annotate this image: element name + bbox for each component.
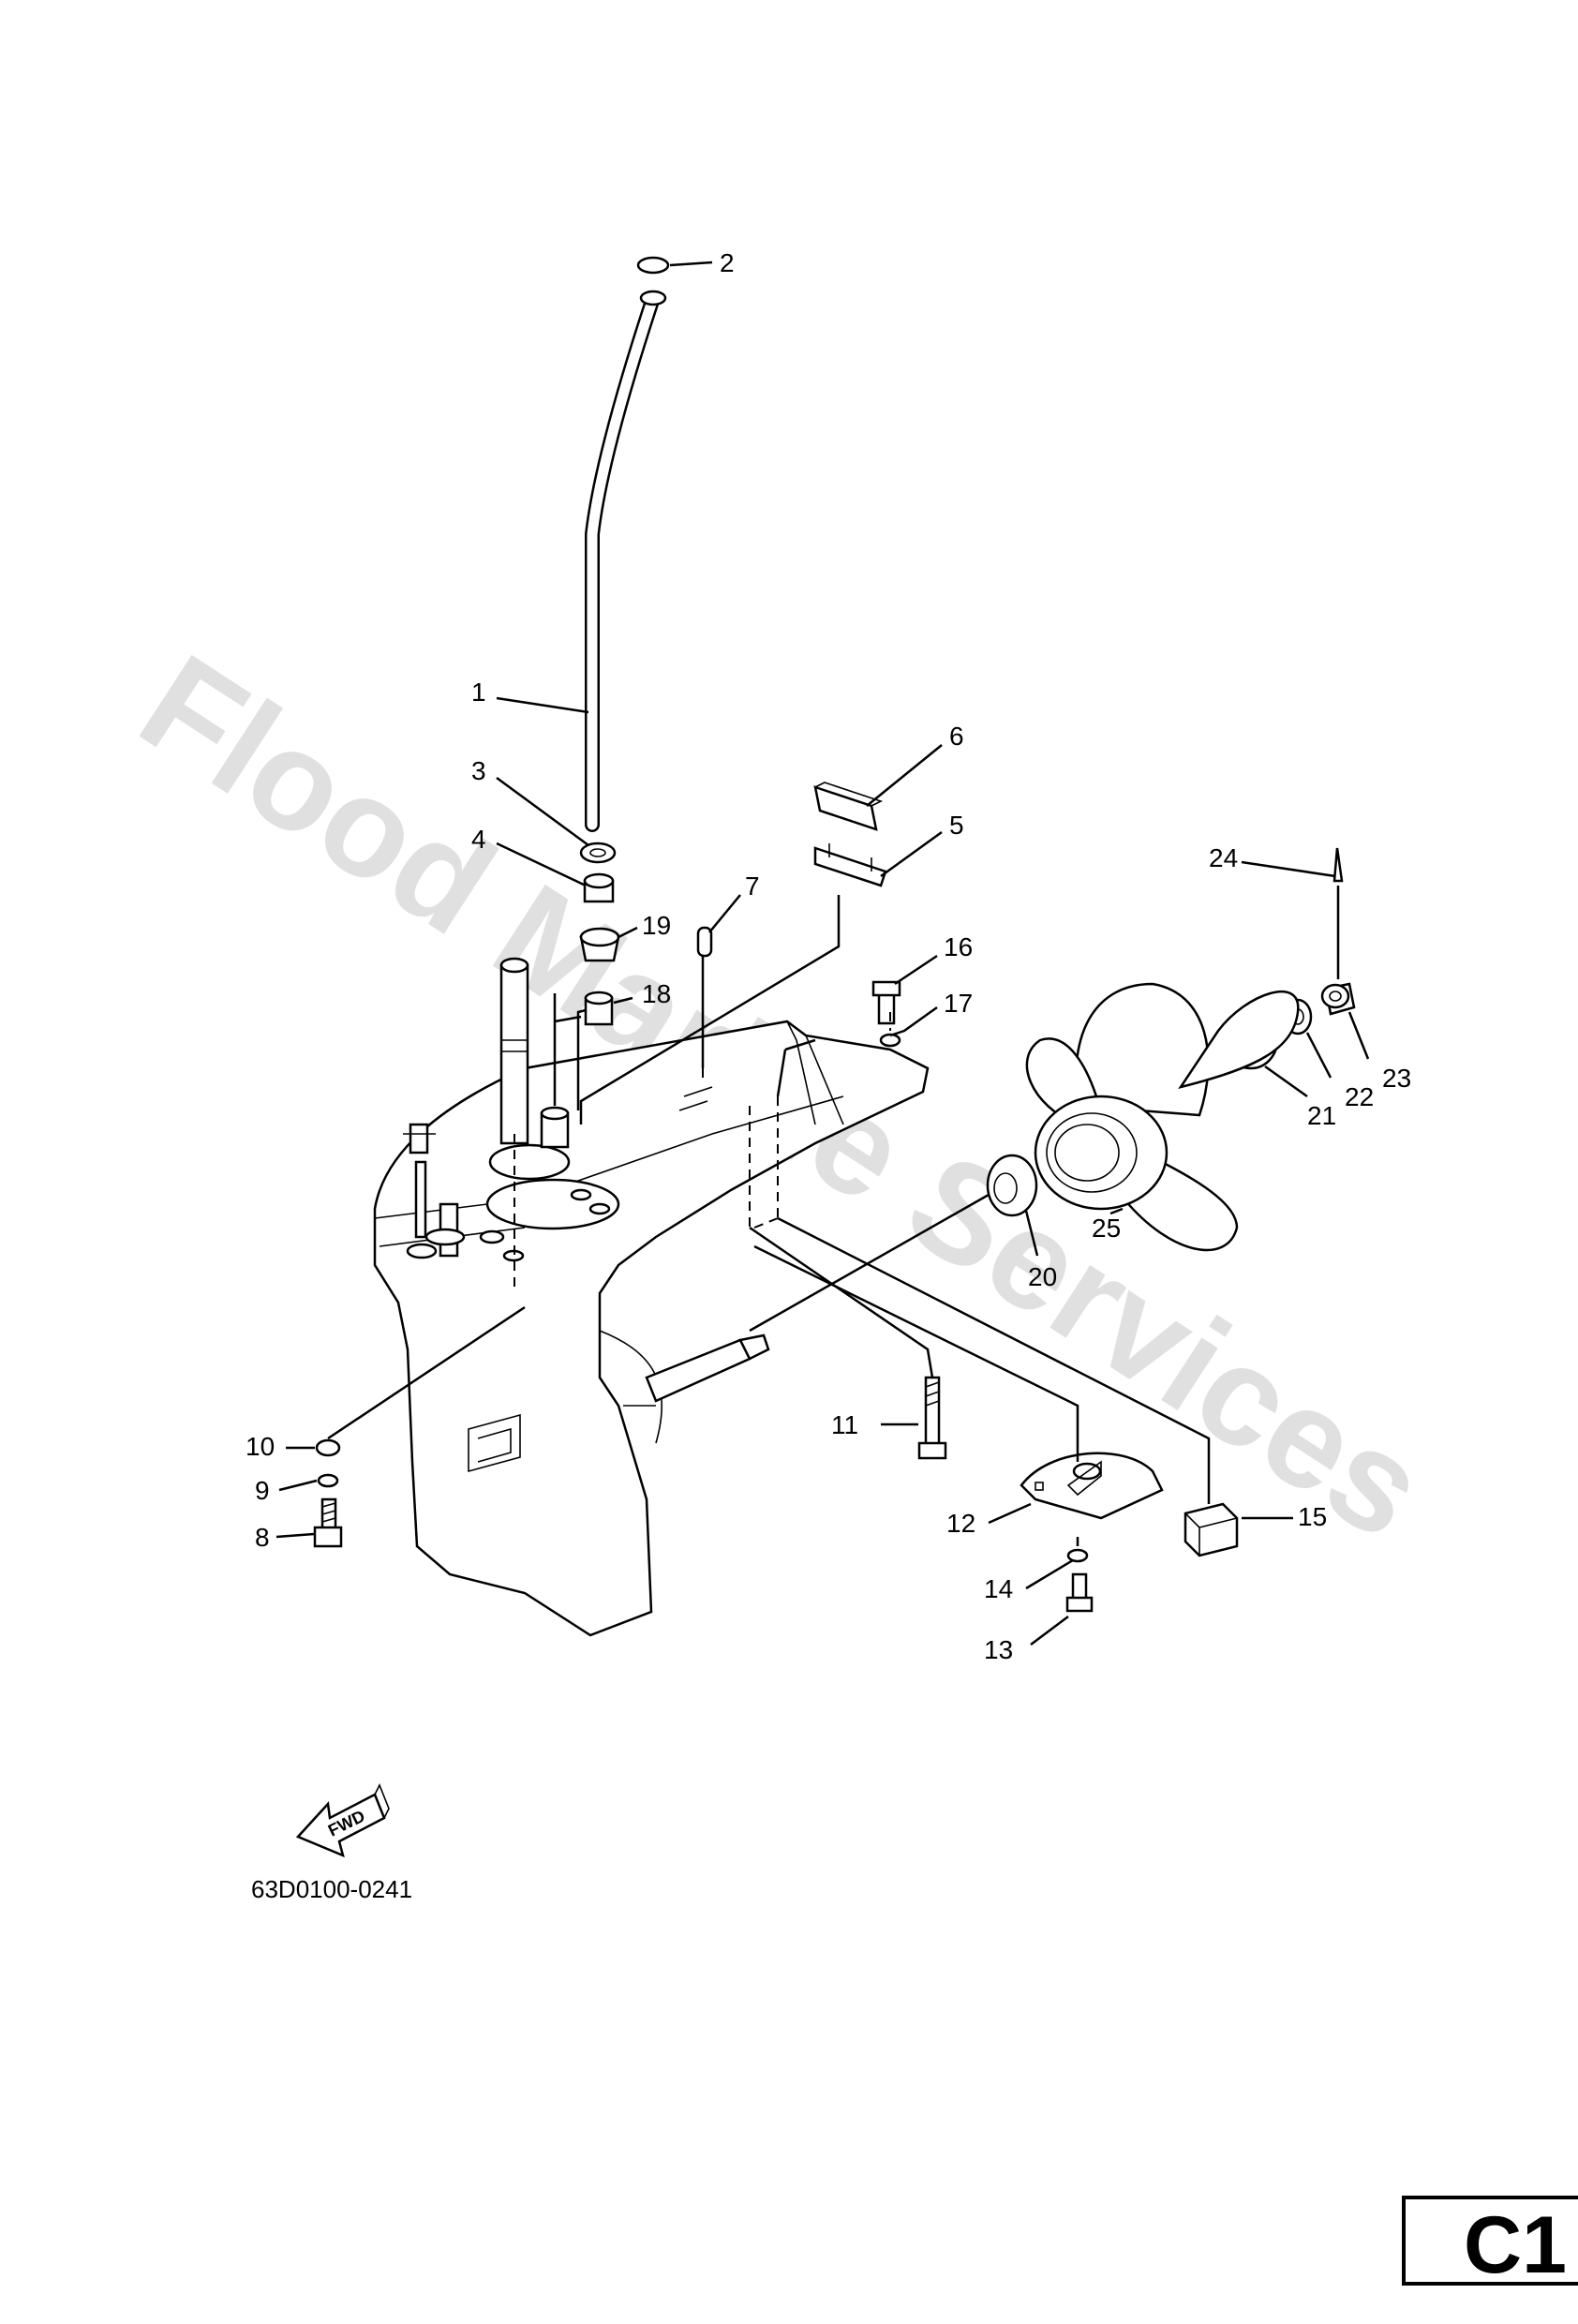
part-1-water-pipe xyxy=(585,290,661,832)
part-17-washer xyxy=(879,1033,901,1048)
part-label-13: 13 xyxy=(984,1635,1013,1664)
part-20-thrust-washer xyxy=(986,1154,1038,1217)
part-label-10: 10 xyxy=(246,1432,275,1461)
part-label-20: 20 xyxy=(1028,1262,1057,1291)
leader-lines xyxy=(275,261,1370,1646)
part-labels: 2 1 3 4 19 18 7 6 5 16 17 24 23 22 21 25… xyxy=(246,248,1411,1664)
part-2-washer xyxy=(636,256,670,275)
part-16-bolt xyxy=(871,980,901,1025)
part-label-2: 2 xyxy=(720,248,735,277)
part-label-3: 3 xyxy=(471,756,486,785)
part-label-19: 19 xyxy=(642,911,671,940)
page-code: C1 xyxy=(1464,2200,1567,2290)
part-4-seal xyxy=(583,872,615,903)
part-11-bolt xyxy=(917,1376,947,1460)
part-label-15: 15 xyxy=(1298,1502,1327,1531)
part-label-18: 18 xyxy=(642,979,671,1008)
part-7-dowel-pin xyxy=(696,926,713,958)
part-6-rubber-seal xyxy=(813,785,878,831)
part-label-23: 23 xyxy=(1382,1064,1411,1093)
part-9-washer xyxy=(317,1473,339,1488)
part-label-8: 8 xyxy=(255,1523,270,1552)
part-8-bolt xyxy=(313,1497,343,1548)
diagram-code: 63D0100-0241 xyxy=(251,1875,412,1903)
part-23-nut xyxy=(1320,982,1356,1016)
part-label-24: 24 xyxy=(1209,843,1238,872)
part-label-6: 6 xyxy=(949,722,964,751)
part-10-washer xyxy=(315,1438,341,1457)
part-12-trim-tab xyxy=(1020,1452,1164,1520)
part-label-4: 4 xyxy=(471,825,486,854)
part-14-washer xyxy=(1066,1548,1089,1563)
part-19-grommet xyxy=(579,927,620,962)
part-25-propeller xyxy=(1025,982,1300,1252)
assembly-lines xyxy=(327,886,1340,1546)
part-3-grommet xyxy=(579,842,617,864)
part-15-anode xyxy=(1184,1502,1239,1557)
part-label-16: 16 xyxy=(944,932,973,961)
part-label-21: 21 xyxy=(1307,1101,1336,1130)
part-label-14: 14 xyxy=(984,1574,1013,1603)
part-label-25: 25 xyxy=(1092,1214,1121,1243)
part-label-9: 9 xyxy=(255,1476,270,1505)
part-13-bolt xyxy=(1065,1572,1094,1613)
part-label-11: 11 xyxy=(831,1410,858,1439)
page-code-box: C1 xyxy=(1402,2196,1578,2290)
part-24-cotter-pin xyxy=(1332,847,1344,883)
part-label-7: 7 xyxy=(745,872,760,901)
part-label-12: 12 xyxy=(946,1509,975,1538)
part-5-holder xyxy=(813,846,887,887)
part-label-5: 5 xyxy=(949,811,964,840)
part-18-bushing xyxy=(584,991,614,1026)
lower-unit-housing xyxy=(373,957,930,1637)
fwd-arrow-icon: FWD xyxy=(295,1783,390,1858)
part-label-17: 17 xyxy=(944,989,973,1018)
part-label-22: 22 xyxy=(1345,1082,1374,1111)
part-label-1: 1 xyxy=(471,678,486,707)
